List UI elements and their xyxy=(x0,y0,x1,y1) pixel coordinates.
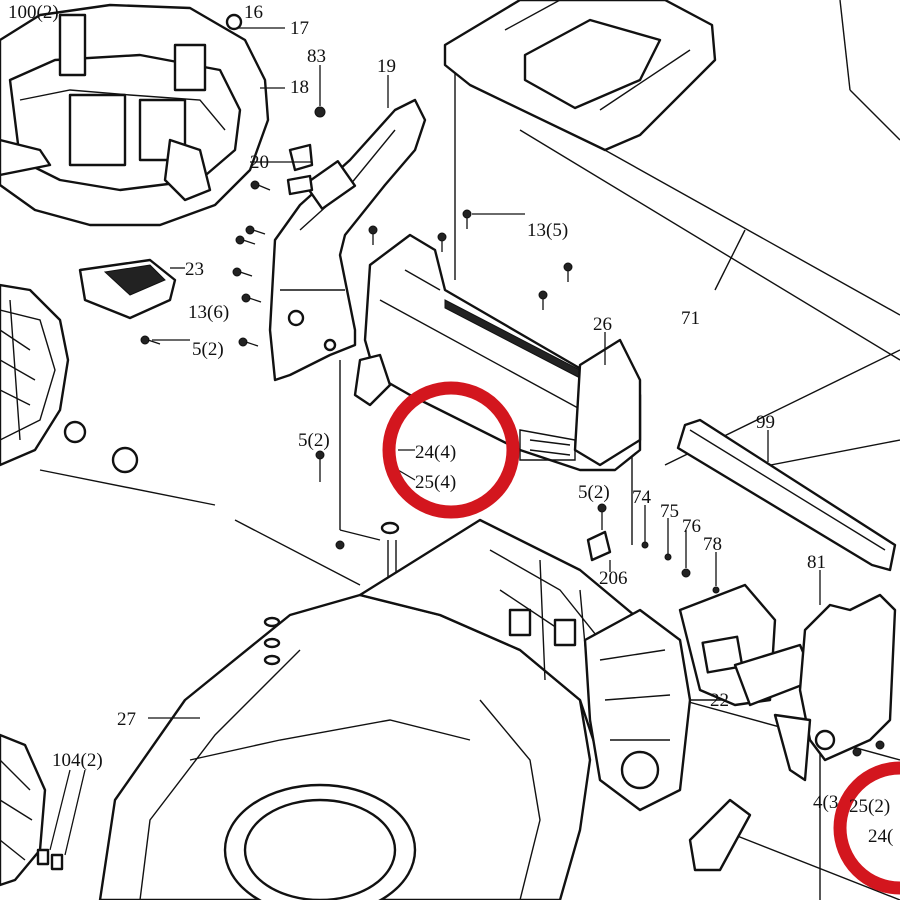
screw xyxy=(232,267,253,277)
label-25-2: 25(2) xyxy=(849,796,890,817)
screw xyxy=(641,541,649,549)
top-cover-71 xyxy=(443,0,746,291)
label-76: 76 xyxy=(682,516,701,537)
screw xyxy=(437,232,447,252)
label-20: 20 xyxy=(250,152,269,173)
control-housing-18 xyxy=(0,3,270,227)
label-13-5: 13(5) xyxy=(527,220,568,241)
screws xyxy=(140,106,885,757)
label-83: 83 xyxy=(307,46,326,67)
highlight-ring-24-25 xyxy=(382,381,520,519)
screw xyxy=(563,262,573,282)
label-75: 75 xyxy=(660,501,679,522)
board-23 xyxy=(78,258,177,320)
screw xyxy=(368,225,378,245)
screw xyxy=(250,180,271,191)
screw xyxy=(681,568,691,578)
bracket-20 xyxy=(286,143,314,196)
label-100: 100(2) xyxy=(8,2,59,23)
label-25-4: 25(4) xyxy=(415,472,456,493)
screw xyxy=(597,503,607,530)
screw xyxy=(245,225,266,235)
label-206: 206 xyxy=(599,568,628,589)
label-27: 27 xyxy=(117,709,136,730)
label-99: 99 xyxy=(756,412,775,433)
label-5-2-a: 5(2) xyxy=(192,339,224,360)
side-housing-81 xyxy=(583,583,897,872)
clip-206 xyxy=(586,530,612,562)
label-22: 22 xyxy=(710,690,729,711)
screw xyxy=(314,106,326,118)
washer xyxy=(380,521,400,535)
deck-27 xyxy=(98,518,657,900)
screw xyxy=(140,335,161,345)
label-5-2-b: 5(2) xyxy=(298,430,330,451)
label-17: 17 xyxy=(290,18,309,39)
label-74: 74 xyxy=(632,487,652,508)
label-16: 16 xyxy=(244,2,263,23)
main-frame-26 xyxy=(353,233,642,472)
label-18: 18 xyxy=(290,77,309,98)
part-labels: 100(2) 16 17 83 19 18 20 13(5) 23 13(6) … xyxy=(8,2,893,847)
handle-bracket-19 xyxy=(268,98,427,382)
screw xyxy=(875,740,885,750)
fan-wheel xyxy=(0,283,139,474)
label-4-3: 4(3 xyxy=(813,792,838,813)
screw xyxy=(315,450,325,482)
screw xyxy=(852,747,862,757)
screw xyxy=(664,553,672,561)
label-5-2-c: 5(2) xyxy=(578,482,610,503)
washer xyxy=(263,616,281,666)
label-81: 81 xyxy=(807,552,826,573)
screw xyxy=(462,209,472,229)
screw xyxy=(235,235,256,245)
label-19: 19 xyxy=(377,56,396,77)
screw xyxy=(335,540,345,550)
label-24-4: 24(4) xyxy=(415,442,456,463)
shaft-99 xyxy=(676,418,897,572)
label-71: 71 xyxy=(681,308,700,329)
screw xyxy=(241,293,262,303)
screw xyxy=(238,337,259,347)
label-104: 104(2) xyxy=(52,750,103,771)
leader-lines xyxy=(49,27,821,856)
label-13-6: 13(6) xyxy=(188,302,229,323)
label-23: 23 xyxy=(185,259,204,280)
label-78: 78 xyxy=(703,534,722,555)
highlight-ring-right xyxy=(833,761,900,895)
label-26: 26 xyxy=(593,314,612,335)
screw xyxy=(538,290,548,310)
rear-wheel xyxy=(0,733,64,887)
screw xyxy=(712,586,720,594)
label-24-partial: 24( xyxy=(868,826,893,847)
